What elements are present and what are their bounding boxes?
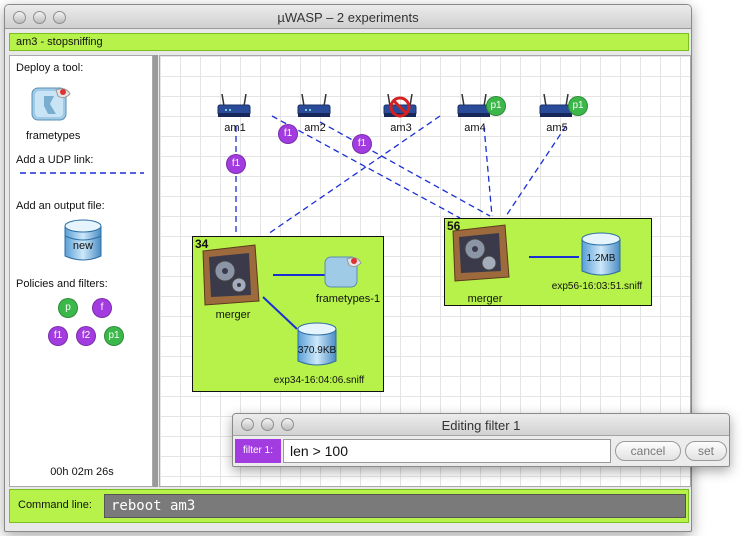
link-am2-exp56	[319, 121, 491, 217]
command-line-label: Command line:	[18, 499, 92, 511]
minimize-window-button[interactable]	[33, 11, 46, 24]
filter-expression-input[interactable]: len > 100	[283, 439, 611, 463]
udp-link-label: Add a UDP link:	[16, 154, 94, 166]
merger-56-icon	[452, 224, 510, 282]
router-am2[interactable]	[296, 93, 332, 120]
filter-f1-button[interactable]: f1	[48, 326, 68, 346]
edit-filter-dialog: Editing filter 1 filter 1: len > 100 can…	[232, 413, 730, 467]
link-am1-exp56	[271, 115, 461, 219]
policy-p-button[interactable]: p	[58, 298, 78, 318]
set-button[interactable]: set	[685, 441, 727, 461]
stop-icon	[389, 96, 411, 118]
elapsed-timer: 00h 02m 26s	[50, 466, 114, 478]
output-file-label: Add an output file:	[16, 200, 105, 212]
merger-34-label: merger	[215, 309, 251, 321]
router-am1-label: am1	[224, 122, 246, 134]
zoom-window-button[interactable]	[53, 11, 66, 24]
policies-filters-label: Policies and filters:	[16, 278, 108, 290]
experiment-34-box[interactable]: 34 merger frametypes-1 370.9KB	[192, 236, 384, 392]
dialog-close-button[interactable]	[241, 418, 254, 431]
udp-links	[235, 115, 567, 235]
frametypes-tool-icon[interactable]	[30, 84, 76, 124]
deploy-tool-label: Deploy a tool:	[16, 62, 84, 74]
router-am2-label: am2	[304, 122, 326, 134]
link-filter-badge-2[interactable]: f1	[226, 154, 246, 174]
dialog-zoom-button[interactable]	[281, 418, 294, 431]
router-am5-policy-badge[interactable]: p1	[568, 96, 588, 116]
policy-p1-button[interactable]: p1	[104, 326, 124, 346]
merger-34-icon	[202, 244, 260, 306]
tool-palette: Deploy a tool: frametypes Add a UDP link…	[9, 55, 153, 487]
window-title: µWASP – 2 experiments	[277, 10, 419, 25]
command-input[interactable]: reboot am3	[104, 494, 686, 518]
dialog-minimize-button[interactable]	[261, 418, 274, 431]
filter-f2-button[interactable]: f2	[76, 326, 96, 346]
link-filter-badge-3[interactable]: f1	[352, 134, 372, 154]
command-bar: Command line: reboot am3	[9, 489, 689, 523]
cancel-button[interactable]: cancel	[615, 441, 681, 461]
close-window-button[interactable]	[13, 11, 26, 24]
merger-56-label: merger	[467, 293, 503, 305]
router-am5[interactable]	[538, 93, 574, 120]
dialog-title: Editing filter 1	[441, 418, 521, 433]
output-34-size: 370.9KB	[297, 345, 337, 356]
frametypes-tool-label: frametypes	[26, 130, 81, 142]
output-56-size: 1.2MB	[586, 253, 616, 264]
experiment-34-id: 34	[195, 237, 209, 251]
link-filter-badge-1[interactable]: f1	[278, 124, 298, 144]
output-34-filename: exp34-16:04:06.sniff	[273, 375, 365, 386]
dialog-title-bar: Editing filter 1	[233, 414, 729, 436]
new-output-file-button[interactable]: new	[62, 218, 104, 264]
router-am4-policy-badge[interactable]: p1	[486, 96, 506, 116]
link-am4-exp56	[483, 125, 493, 217]
experiment-56-id: 56	[447, 219, 461, 233]
panel-splitter[interactable]	[153, 55, 158, 487]
router-am5-label: am5	[546, 122, 568, 134]
router-am3-label: am3	[390, 122, 412, 134]
frametypes-1-label: frametypes-1	[315, 293, 381, 305]
udp-link-tool[interactable]	[20, 168, 144, 178]
status-bar: am3 - stopsniffing	[9, 33, 689, 51]
filter-f-button[interactable]: f	[92, 298, 112, 318]
link-am5-exp56	[505, 125, 567, 217]
link-am4-exp34	[267, 115, 441, 235]
output-34-icon	[297, 322, 337, 366]
output-56-filename: exp56-16:03:51.sniff	[551, 281, 643, 292]
filter-field-label: filter 1:	[235, 439, 281, 463]
output-56-icon	[581, 232, 621, 276]
router-am4[interactable]	[456, 93, 492, 120]
title-bar: µWASP – 2 experiments	[5, 5, 691, 29]
router-am3[interactable]	[382, 93, 418, 120]
experiment-56-box[interactable]: 56 merger 1.2MB exp56-16:03:51.sniff	[444, 218, 652, 306]
new-output-label: new	[72, 240, 94, 252]
router-am4-label: am4	[464, 122, 486, 134]
router-am1[interactable]	[216, 93, 252, 120]
frametypes-1-icon	[324, 256, 362, 288]
